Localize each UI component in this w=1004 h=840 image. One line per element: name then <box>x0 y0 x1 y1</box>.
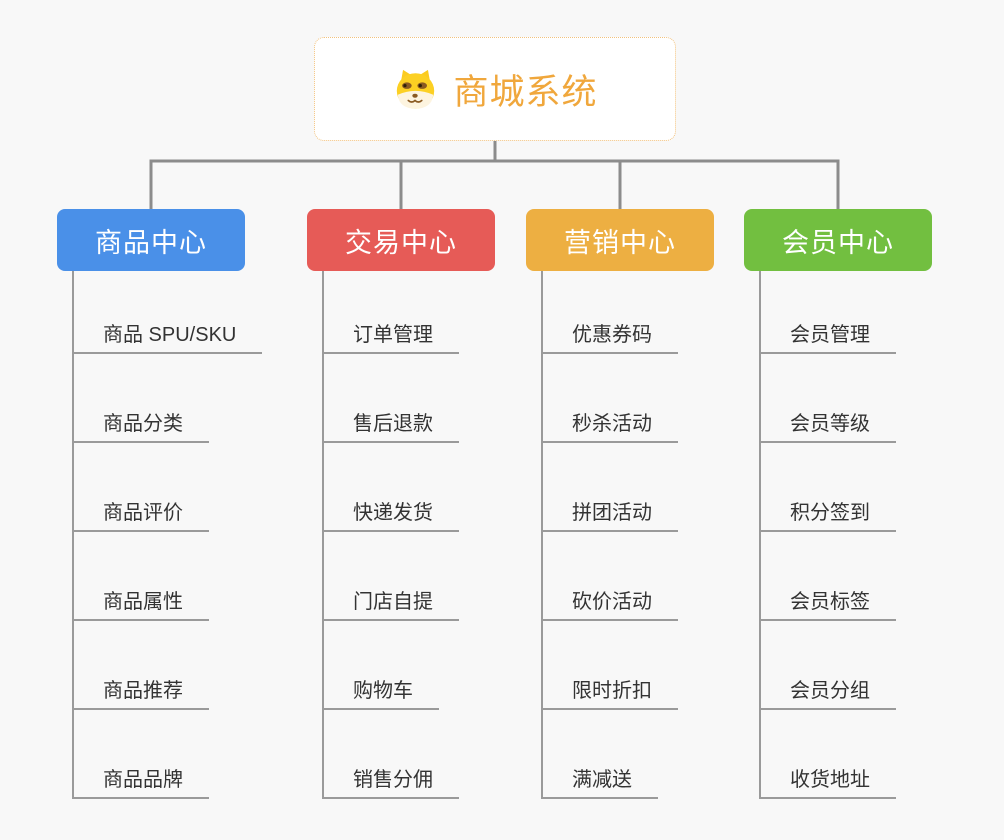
tree-item-row: 会员标签 <box>760 532 896 621</box>
branch-product-center: 商品中心 商品 SPU/SKU 商品分类 商品评价 商品属性 商品推荐 商品品牌 <box>57 209 263 799</box>
root-node[interactable]: 商城系统 <box>314 37 676 141</box>
tree-item[interactable]: 商品推荐 <box>73 674 209 710</box>
tree-item[interactable]: 订单管理 <box>323 318 459 354</box>
tree-item[interactable]: 门店自提 <box>323 585 459 621</box>
tree-item-row: 快递发货 <box>323 443 459 532</box>
tree-item[interactable]: 限时折扣 <box>542 674 678 710</box>
tree-item[interactable]: 商品评价 <box>73 496 209 532</box>
tree-item-row: 商品属性 <box>73 532 262 621</box>
branch-node-member[interactable]: 会员中心 <box>744 209 932 271</box>
tree-item-row: 优惠券码 <box>542 265 678 354</box>
tree-item-row: 商品评价 <box>73 443 262 532</box>
tree-item[interactable]: 积分签到 <box>760 496 896 532</box>
tree-item-row: 满减送 <box>542 710 678 799</box>
branch-items: 会员管理 会员等级 积分签到 会员标签 会员分组 收货地址 <box>760 265 896 799</box>
tree-item-row: 会员等级 <box>760 354 896 443</box>
branch-items: 优惠券码 秒杀活动 拼团活动 砍价活动 限时折扣 满减送 <box>542 265 678 799</box>
tree-item[interactable]: 砍价活动 <box>542 585 678 621</box>
branch-node-marketing[interactable]: 营销中心 <box>526 209 714 271</box>
tree-item-row: 销售分佣 <box>323 710 459 799</box>
tree-item-row: 订单管理 <box>323 265 459 354</box>
branch-trade-center: 交易中心 订单管理 售后退款 快递发货 门店自提 购物车 销售分佣 <box>307 209 495 799</box>
tree-item-row: 商品推荐 <box>73 621 262 710</box>
tree-item-row: 商品分类 <box>73 354 262 443</box>
tree-item[interactable]: 售后退款 <box>323 407 459 443</box>
branch-items: 订单管理 售后退款 快递发货 门店自提 购物车 销售分佣 <box>323 265 459 799</box>
tree-item[interactable]: 商品分类 <box>73 407 209 443</box>
tree-item-row: 积分签到 <box>760 443 896 532</box>
doge-icon <box>397 69 435 109</box>
branch-node-trade[interactable]: 交易中心 <box>307 209 495 271</box>
tree-item[interactable]: 收货地址 <box>760 763 896 799</box>
tree-item[interactable]: 商品属性 <box>73 585 209 621</box>
tree-item[interactable]: 购物车 <box>323 674 439 710</box>
root-title: 商城系统 <box>453 72 598 112</box>
branch-tree-line <box>541 271 543 799</box>
branch-tree-line <box>759 271 761 799</box>
tree-item-row: 限时折扣 <box>542 621 678 710</box>
branch-items: 商品 SPU/SKU 商品分类 商品评价 商品属性 商品推荐 商品品牌 <box>73 265 263 799</box>
tree-item[interactable]: 会员分组 <box>760 674 896 710</box>
tree-item[interactable]: 会员等级 <box>760 407 896 443</box>
tree-item-row: 商品品牌 <box>73 710 262 799</box>
branch-tree-line <box>72 271 74 799</box>
tree-item-row: 门店自提 <box>323 532 459 621</box>
tree-item-row: 收货地址 <box>760 710 896 799</box>
tree-item[interactable]: 商品 SPU/SKU <box>73 318 263 354</box>
tree-item[interactable]: 满减送 <box>542 763 658 799</box>
tree-item[interactable]: 商品品牌 <box>73 763 209 799</box>
branch-node-product[interactable]: 商品中心 <box>57 209 245 271</box>
branch-marketing-center: 营销中心 优惠券码 秒杀活动 拼团活动 砍价活动 限时折扣 满减送 <box>526 209 714 799</box>
tree-item-row: 购物车 <box>323 621 459 710</box>
tree-item-row: 拼团活动 <box>542 443 678 532</box>
branch-tree-line <box>322 271 324 799</box>
tree-item[interactable]: 销售分佣 <box>323 763 459 799</box>
tree-item-row: 售后退款 <box>323 354 459 443</box>
tree-item-row: 会员管理 <box>760 265 896 354</box>
tree-item[interactable]: 快递发货 <box>323 496 459 532</box>
tree-item[interactable]: 优惠券码 <box>542 318 678 354</box>
tree-item-row: 砍价活动 <box>542 532 678 621</box>
tree-item[interactable]: 会员标签 <box>760 585 896 621</box>
tree-item-row: 秒杀活动 <box>542 354 678 443</box>
branch-member-center: 会员中心 会员管理 会员等级 积分签到 会员标签 会员分组 收货地址 <box>744 209 932 799</box>
tree-item-row: 会员分组 <box>760 621 896 710</box>
tree-item-row: 商品 SPU/SKU <box>73 265 263 354</box>
tree-item[interactable]: 拼团活动 <box>542 496 678 532</box>
tree-item[interactable]: 秒杀活动 <box>542 407 678 443</box>
tree-item[interactable]: 会员管理 <box>760 318 896 354</box>
